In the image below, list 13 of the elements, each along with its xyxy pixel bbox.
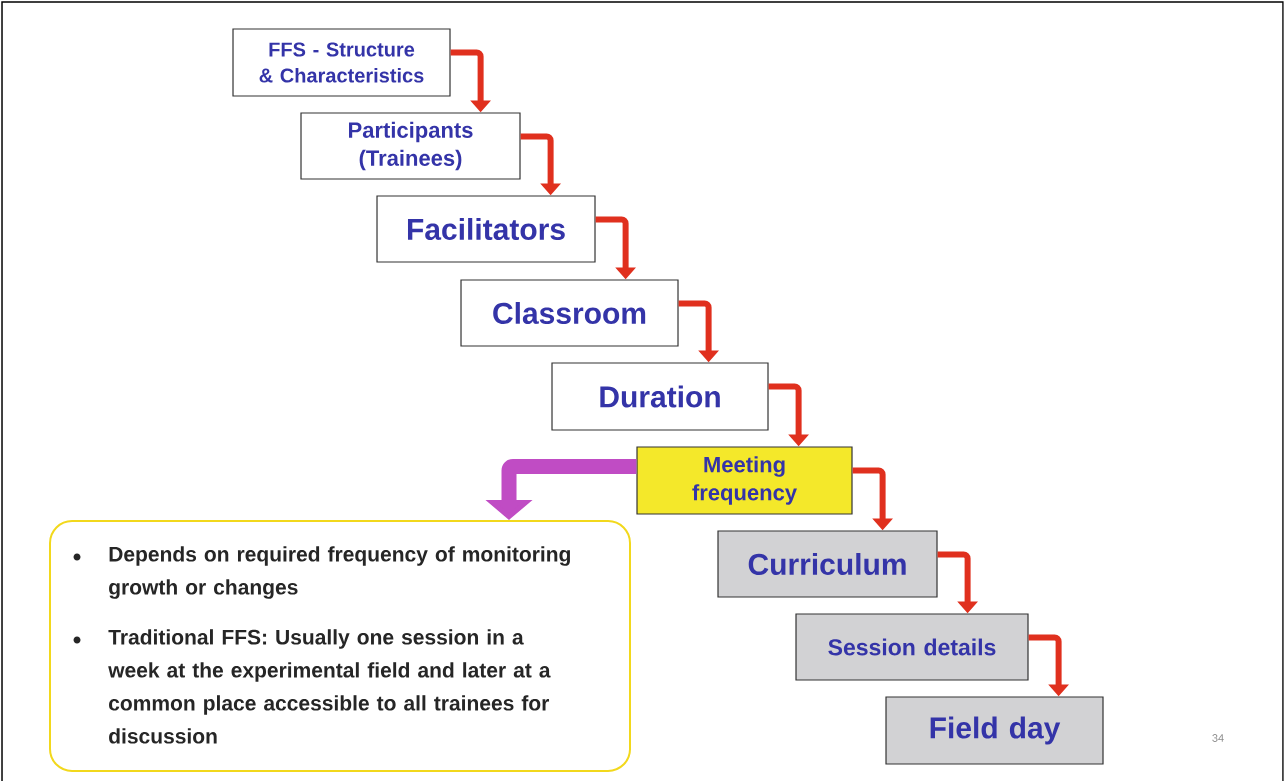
bullet-text: Depends on required frequency of monitoring growth or changes xyxy=(109,546,570,599)
process-box: Field day xyxy=(885,696,1104,765)
page-number: 34 xyxy=(1212,734,1224,742)
process-box: Facilitators xyxy=(376,195,596,263)
process-box: Curriculum xyxy=(717,530,938,598)
process-box: FFS - Structure & Characteristics xyxy=(232,28,451,97)
process-box: Participants (Trainees) xyxy=(300,112,521,180)
process-box: Session details xyxy=(795,613,1029,681)
process-box: Duration xyxy=(551,362,769,431)
process-box: Meeting frequency xyxy=(636,446,853,515)
process-box: Classroom xyxy=(460,279,679,347)
note-box xyxy=(49,520,631,772)
bullet-text: Traditional FFS: Usually one session in a week at the experimental field and later at a common place accessible to all trainees for discussion xyxy=(108,629,551,744)
